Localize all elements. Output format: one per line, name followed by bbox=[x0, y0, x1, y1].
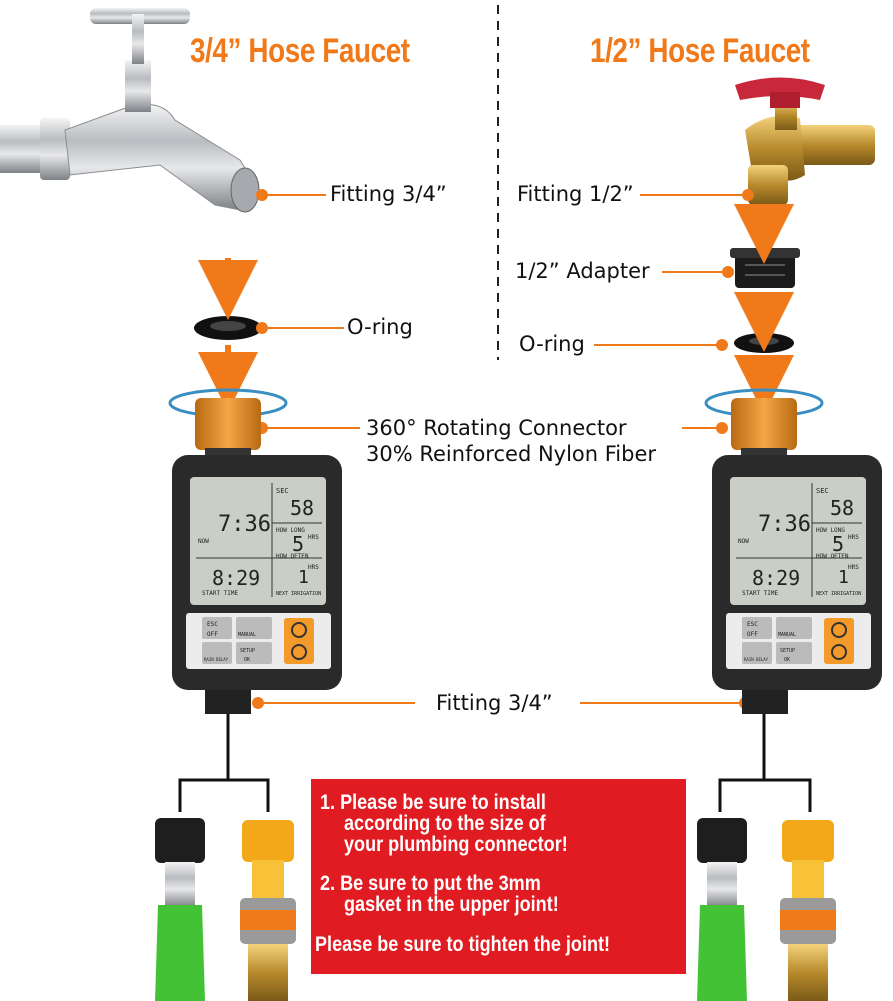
btn-ok: OK bbox=[784, 657, 790, 663]
next-irrigation: NEXT IRRIGATION bbox=[816, 591, 861, 597]
start-time: START TIME bbox=[202, 590, 239, 597]
note-line-1: 1. Please be sure to install bbox=[320, 791, 546, 814]
hose-left-black bbox=[155, 818, 205, 1001]
note-line-5: gasket in the upper joint! bbox=[344, 893, 559, 916]
btn-setup: SETUP bbox=[240, 648, 255, 654]
right-title: 1/2” Hose Faucet bbox=[590, 32, 810, 70]
label-o-ring-left: O-ring bbox=[347, 315, 413, 339]
btn-esc: ESC bbox=[207, 621, 218, 628]
next-hrs: HRS bbox=[848, 564, 859, 571]
leader-lines bbox=[258, 194, 748, 704]
next-hrs: HRS bbox=[308, 564, 319, 571]
bottom-fitting-right bbox=[742, 688, 788, 714]
btn-setup: SETUP bbox=[780, 648, 795, 654]
label-connector-line1: 360° Rotating Connector bbox=[366, 416, 627, 440]
rotating-connector-left bbox=[168, 388, 288, 460]
clock-display: 7:36 bbox=[758, 512, 811, 537]
water-timer-left: SEC 58 HOW LONG 7:36 NOW 5 HRS HOW OFTEN… bbox=[172, 455, 342, 690]
hose-right-black bbox=[697, 818, 747, 1001]
sec-label: SEC bbox=[816, 487, 829, 495]
btn-off: OFF bbox=[747, 631, 758, 638]
start-time: START TIME bbox=[742, 590, 779, 597]
hrs-label: HRS bbox=[848, 534, 859, 541]
next-value: 1 bbox=[838, 567, 849, 588]
start-clock: 8:29 bbox=[212, 566, 260, 590]
hose-left-orange bbox=[240, 820, 296, 1001]
how-often: HOW OFTEN bbox=[276, 553, 309, 560]
label-adapter: 1/2” Adapter bbox=[515, 259, 650, 283]
clock-display: 7:36 bbox=[218, 512, 271, 537]
sec-value: 58 bbox=[290, 496, 314, 520]
adapter-part bbox=[730, 248, 800, 288]
note-line-4: 2. Be sure to put the 3mm bbox=[320, 872, 541, 895]
btn-rain: RAIN DELAY bbox=[204, 657, 229, 662]
btn-off: OFF bbox=[207, 631, 218, 638]
btn-manual: MANUAL bbox=[778, 632, 796, 638]
hrs-label: HRS bbox=[308, 534, 319, 541]
sec-label: SEC bbox=[276, 487, 289, 495]
btn-rain: RAIN DELAY bbox=[744, 657, 769, 662]
instruction-note: 1. Please be sure to install according t… bbox=[311, 779, 686, 974]
hrs-value: 5 bbox=[292, 532, 304, 556]
chrome-faucet bbox=[0, 8, 260, 213]
now-label: NOW bbox=[198, 538, 209, 545]
water-timer-right: SEC 58 HOW LONG 7:36 NOW 5 HRS HOW OFTEN… bbox=[712, 455, 882, 690]
start-clock: 8:29 bbox=[752, 566, 800, 590]
label-fitting-bottom: Fitting 3/4” bbox=[436, 691, 553, 715]
btn-esc: ESC bbox=[747, 621, 758, 628]
next-irrigation: NEXT IRRIGATION bbox=[276, 591, 321, 597]
sec-value: 58 bbox=[830, 496, 854, 520]
how-long: HOW LONG bbox=[276, 527, 305, 534]
btn-manual: MANUAL bbox=[238, 632, 256, 638]
left-title: 3/4” Hose Faucet bbox=[190, 32, 410, 70]
how-often: HOW OFTEN bbox=[816, 553, 849, 560]
next-value: 1 bbox=[298, 567, 309, 588]
label-fitting-3-4-top: Fitting 3/4” bbox=[330, 182, 447, 206]
branch-lines bbox=[178, 714, 812, 812]
hrs-value: 5 bbox=[832, 532, 844, 556]
bottom-fitting-left bbox=[205, 688, 251, 714]
hose-right-orange bbox=[780, 820, 836, 1001]
how-long: HOW LONG bbox=[816, 527, 845, 534]
brass-faucet bbox=[735, 77, 875, 205]
note-line-6: Please be sure to tighten the joint! bbox=[315, 933, 611, 956]
note-line-2: according to the size of bbox=[344, 812, 546, 835]
label-connector-line2: 30% Reinforced Nylon Fiber bbox=[366, 442, 657, 466]
btn-ok: OK bbox=[244, 657, 250, 663]
note-line-3: your plumbing connector! bbox=[344, 833, 568, 856]
label-fitting-1-2: Fitting 1/2” bbox=[517, 182, 634, 206]
now-label: NOW bbox=[738, 538, 749, 545]
flow-arrows bbox=[198, 204, 794, 415]
label-o-ring-right: O-ring bbox=[519, 332, 585, 356]
